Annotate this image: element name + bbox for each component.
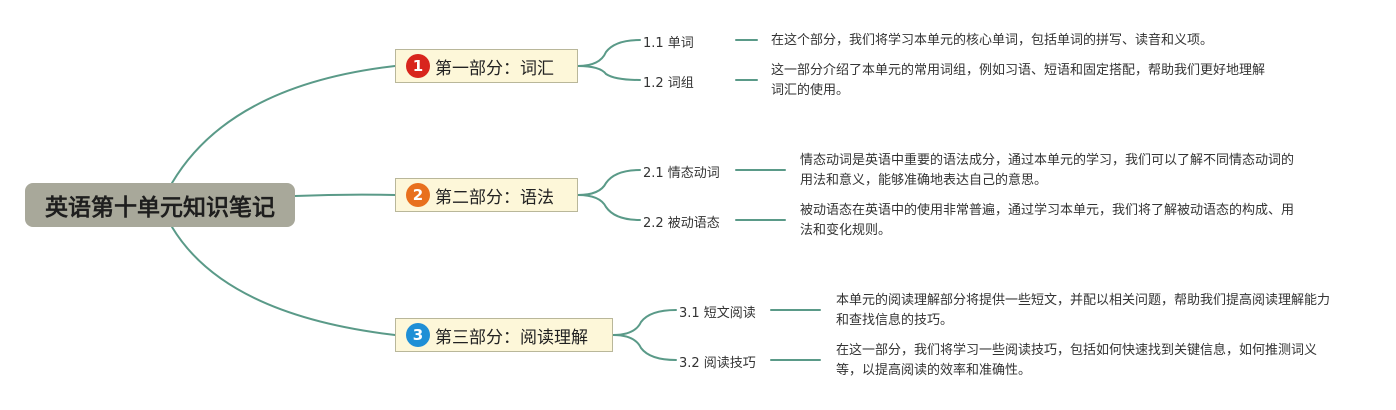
connector-root-branch-3 <box>171 226 396 336</box>
connector-branch-1-sub-1 <box>577 39 641 67</box>
number-badge-icon: 3 <box>406 323 430 347</box>
branch-3-title: 第三部分：阅读理解 <box>435 327 588 348</box>
branch-2-topic[interactable]: 2 第二部分：语法 <box>395 178 578 212</box>
connector-branch-2-sub-2 <box>577 194 641 221</box>
subtopic-3-2[interactable]: 3.2 阅读技巧 <box>679 356 756 371</box>
connector-root-branch-1 <box>171 65 396 184</box>
subtopic-2-1[interactable]: 2.1 情态动词 <box>643 166 720 181</box>
connector-branch-2-sub-1 <box>577 169 641 196</box>
subtopic-3-1[interactable]: 3.1 短文阅读 <box>679 306 756 321</box>
root-topic[interactable]: 英语第十单元知识笔记 <box>25 183 295 227</box>
branch-1-title: 第一部分：词汇 <box>435 58 554 79</box>
branch-1-topic[interactable]: 1 第一部分：词汇 <box>395 49 578 83</box>
subtopic-1-2-desc: 这一部分介绍了本单元的常用词组，例如习语、短语和固定搭配，帮助我们更好地理解词汇… <box>771 63 1266 98</box>
connector-root-branch-2 <box>294 193 396 197</box>
subtopic-1-1[interactable]: 1.1 单词 <box>643 36 694 51</box>
subtopic-3-1-desc: 本单元的阅读理解部分将提供一些短文，并配以相关问题，帮助我们提高阅读理解能力和查… <box>836 293 1331 328</box>
subtopic-2-1-desc: 情态动词是英语中重要的语法成分，通过本单元的学习，我们可以了解不同情态动词的用法… <box>800 153 1295 188</box>
connector-branch-3-sub-2 <box>612 334 677 361</box>
branch-2-title: 第二部分：语法 <box>435 187 554 208</box>
number-badge-icon: 2 <box>406 183 430 207</box>
number-badge-icon: 1 <box>406 54 430 78</box>
subtopic-2-2-desc: 被动语态在英语中的使用非常普遍，通过学习本单元，我们将了解被动语态的构成、用法和… <box>800 203 1295 238</box>
subtopic-3-2-desc: 在这一部分，我们将学习一些阅读技巧，包括如何快速找到关键信息，如何推测词义等，以… <box>836 343 1318 378</box>
subtopic-1-2[interactable]: 1.2 词组 <box>643 76 694 91</box>
branch-3-topic[interactable]: 3 第三部分：阅读理解 <box>395 318 613 352</box>
connector-branch-1-sub-2 <box>577 65 641 81</box>
subtopic-2-2[interactable]: 2.2 被动语态 <box>643 216 720 231</box>
subtopic-1-1-desc: 在这个部分，我们将学习本单元的核心单词，包括单词的拼写、读音和义项。 <box>771 33 1214 48</box>
connector-branch-3-sub-1 <box>612 309 677 336</box>
root-title: 英语第十单元知识笔记 <box>45 195 275 221</box>
